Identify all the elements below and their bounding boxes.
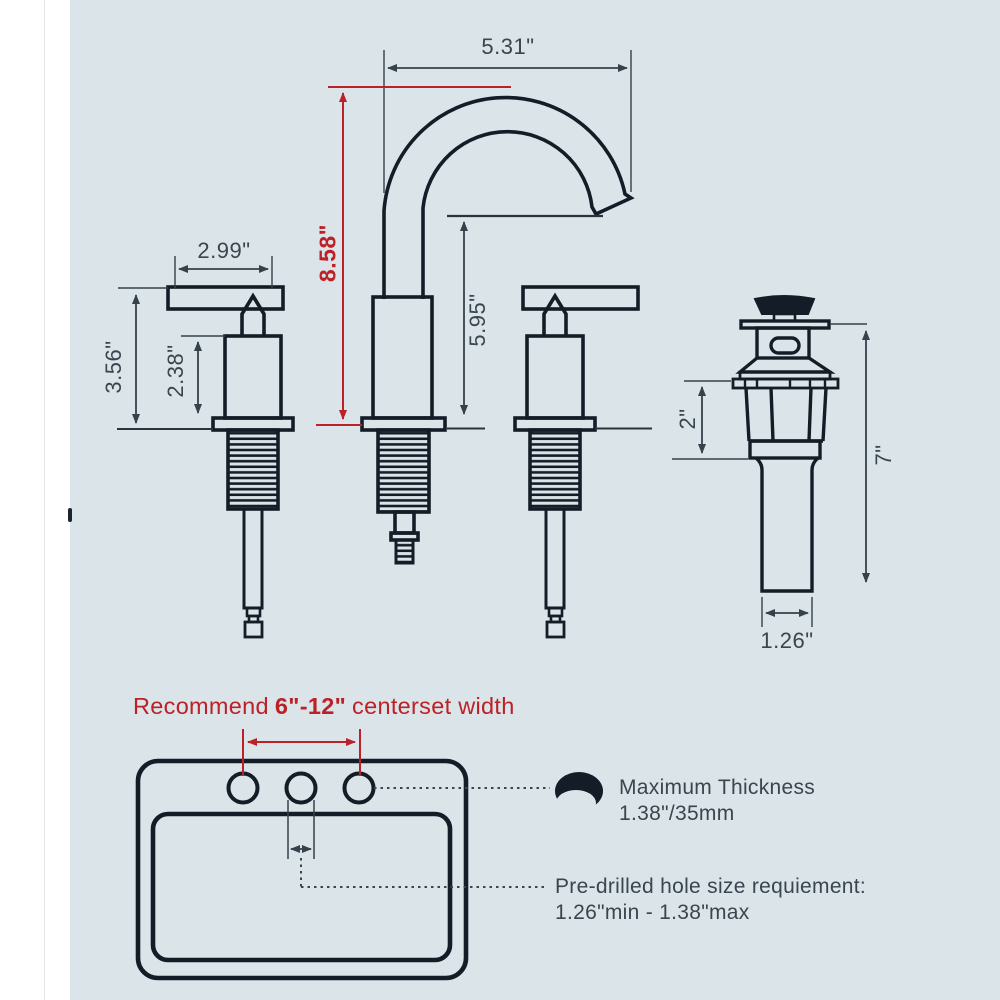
- drilled-hole-icon: [555, 772, 603, 816]
- edge-artifact-mark: [68, 508, 72, 522]
- left-handle-drawing: [166, 285, 295, 639]
- sink-drawing: [135, 758, 469, 981]
- recommendation-prefix: Recommend: [133, 693, 269, 719]
- spout-outlet-height-label: 5.95": [465, 293, 490, 347]
- centerset-dim-lines: [242, 729, 361, 776]
- drain-drawing: [731, 295, 840, 593]
- hole-size-note: Pre-drilled hole size requiement: 1.26"m…: [555, 874, 866, 925]
- margin-divider: [44, 0, 45, 1000]
- spout-reach-label: 5.31": [481, 34, 535, 59]
- drain-overall-height-label: 7": [871, 444, 896, 466]
- dim-drain-height-lines: [830, 323, 870, 583]
- dim-spout-outlet-lines: [447, 214, 603, 415]
- drain-tail-diameter-label: 1.26": [760, 628, 814, 653]
- callout-dotted-lines: [300, 787, 550, 888]
- deck-reference-lines: [117, 427, 652, 430]
- dim-overall-height-lines: [316, 86, 511, 426]
- dim-handle-width-lines: [174, 256, 273, 288]
- dim-drain-nut-lines: [672, 380, 748, 460]
- hole-diameter-dim-lines: [287, 800, 315, 859]
- recommendation-suffix: centerset width: [352, 693, 515, 719]
- dim-handle-body-lines: [181, 335, 225, 414]
- recommendation-range: 6"-12": [274, 693, 347, 719]
- dim-drain-tail-lines: [761, 597, 813, 627]
- overall-height-label: 8.58": [314, 223, 341, 283]
- dim-handle-height-lines: [118, 287, 168, 424]
- handle-width-label: 2.99": [197, 238, 251, 263]
- handle-height-label: 3.56": [101, 340, 126, 394]
- hole-size-line1: Pre-drilled hole size requiement:: [555, 875, 867, 898]
- right-handle-drawing: [513, 285, 640, 639]
- drain-nut-height-label: 2": [675, 408, 700, 430]
- max-thickness-line2: 1.38"/35mm: [619, 801, 735, 825]
- max-thickness-note: Maximum Thickness 1.38"/35mm: [619, 775, 815, 826]
- dim-spout-reach-lines: [383, 50, 632, 193]
- handle-body-height-label: 2.38": [163, 344, 188, 398]
- page-margin-strip: [0, 0, 70, 1000]
- hole-size-line2: 1.26"min - 1.38"max: [555, 900, 750, 924]
- spout-drawing: [360, 95, 635, 565]
- max-thickness-line1: Maximum Thickness: [619, 776, 816, 799]
